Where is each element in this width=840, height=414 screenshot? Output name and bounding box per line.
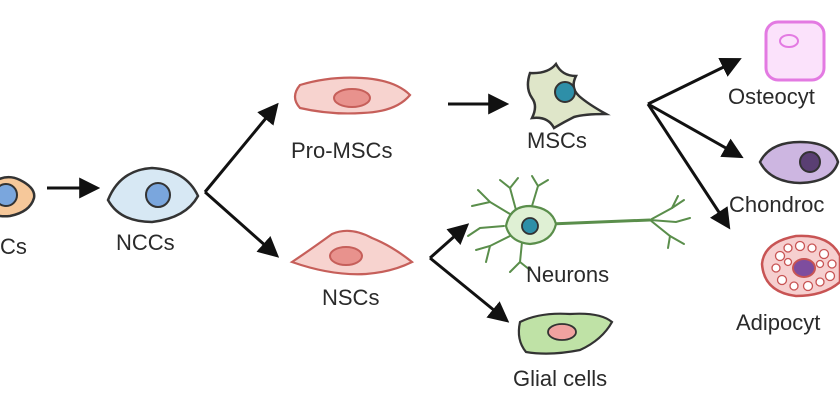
nsc-label: NSCs <box>322 285 379 310</box>
nsc-cell-nucleus <box>329 246 363 266</box>
osteocyte-cell-nucleus <box>779 34 799 48</box>
msc-cell-nucleus <box>554 81 576 103</box>
adipocyte-cell <box>760 234 840 298</box>
ncc-cell <box>106 166 200 224</box>
msc-cell <box>526 61 611 130</box>
chondrocyte-cell-body <box>758 140 840 185</box>
adipocyte-lipid-droplets <box>771 240 837 292</box>
chondrocyte-cell-nucleus <box>799 151 821 173</box>
osteocyte-cell-body <box>764 20 826 82</box>
osteocyte-cell <box>764 20 826 82</box>
glial-cell <box>517 312 614 355</box>
neuron-axon-terminals <box>649 195 691 249</box>
ncc-label: NCCs <box>116 230 175 255</box>
arrow-nccs-to-promscs <box>203 102 279 193</box>
arrow-mscs-to-osteocytes <box>647 57 742 106</box>
neuron-nucleus <box>521 217 539 235</box>
source-cell-nucleus <box>0 183 18 207</box>
neuron-dendrites <box>467 175 549 273</box>
arrow-nscs-to-glial <box>429 256 510 323</box>
chondrocyte-label: Chondroc <box>729 192 824 217</box>
ncc-cell-nucleus <box>145 182 171 208</box>
neuron-cell <box>467 175 691 273</box>
arrow-nccs-to-nscs <box>204 190 280 258</box>
adipocyte-label: Adipocyt <box>736 310 820 335</box>
nsc-cell <box>289 229 415 276</box>
source-cell <box>0 175 36 218</box>
adipocyte-cell-nucleus <box>792 258 816 278</box>
pro-msc-cell <box>293 76 412 115</box>
source-cell-label: Cs <box>0 234 27 259</box>
pro-msc-cell-nucleus <box>333 88 371 108</box>
arrow-mscs-to-adipocytes <box>646 103 731 230</box>
glial-cell-nucleus <box>547 323 577 341</box>
pro-msc-label: Pro-MSCs <box>291 138 392 163</box>
msc-label: MSCs <box>527 128 587 153</box>
arrow-nscs-to-neurons <box>429 223 470 260</box>
chondrocyte-cell <box>758 140 840 185</box>
neuron-axon <box>549 218 651 226</box>
arrow-mscs-to-chondrocytes <box>647 102 744 159</box>
glial-label: Glial cells <box>513 366 607 391</box>
osteocyte-label: Osteocyt <box>728 84 815 109</box>
neuron-label: Neurons <box>526 262 609 287</box>
